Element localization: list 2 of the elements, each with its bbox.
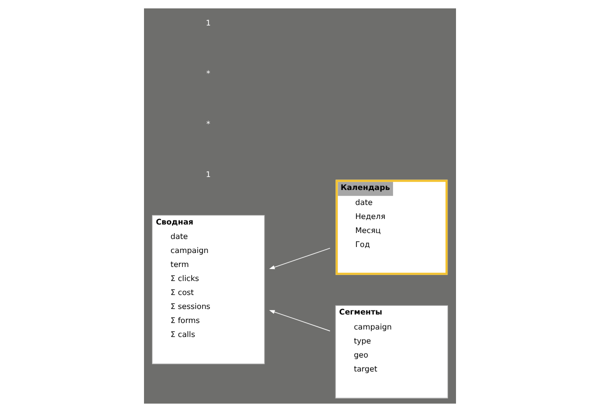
- arrow: [268, 310, 330, 332]
- arrow: [268, 248, 330, 270]
